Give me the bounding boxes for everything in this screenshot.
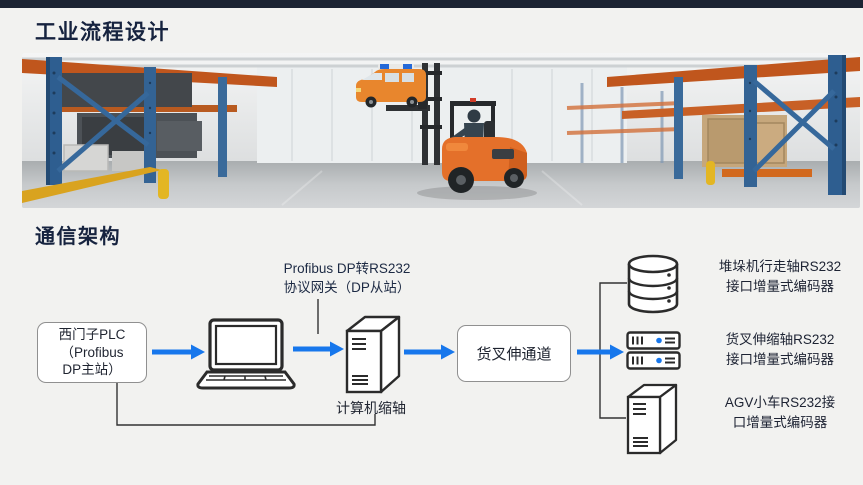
device-label-agv: AGV小车RS232接 口增量式编码器	[695, 393, 863, 432]
rack-right	[607, 55, 860, 195]
plc-label-line3: DP主站）	[62, 362, 122, 378]
gateway-label-line2: 协议网关（DP从站）	[283, 279, 411, 295]
computer-label: 计算机缩轴	[336, 400, 406, 416]
channel-node-box: 货叉伸通道	[457, 325, 571, 382]
device1-line2: 接口增量式编码器	[726, 278, 834, 294]
device2-line1: 货叉伸缩轴RS232	[725, 332, 835, 347]
page-title: 工业流程设计	[35, 21, 170, 44]
device3-line1: AGV小车RS232接	[724, 395, 836, 410]
arrow-channel-to-rack	[577, 344, 624, 360]
section-heading: 通信架构	[35, 226, 121, 248]
lifted-van	[356, 64, 426, 108]
gateway-label: Profibus DP转RS232 协议网关（DP从站）	[258, 260, 436, 298]
laptop-icon	[196, 318, 296, 390]
branch-connector	[599, 282, 627, 419]
top-accent-bar	[0, 0, 863, 8]
plc-label-line2: （Profibus	[60, 344, 124, 360]
database-icon	[627, 254, 679, 314]
warehouse-photo	[22, 53, 860, 208]
forklift	[356, 63, 527, 193]
rack-left	[22, 57, 277, 203]
rack-server-icon	[626, 331, 681, 370]
device-label-stacker: 堆垛机行走轴RS232 接口增量式编码器	[695, 257, 863, 296]
device3-line2: 口增量式编码器	[732, 414, 828, 430]
warehouse-photo-art	[22, 53, 860, 208]
plc-node-box: 西门子PLC （Profibus DP主站）	[37, 322, 147, 383]
tower-server-icon	[626, 383, 678, 455]
gateway-label-line1: Profibus DP转RS232	[283, 261, 411, 276]
plc-label-line1: 西门子PLC	[58, 326, 126, 342]
channel-label: 货叉伸通道	[476, 346, 552, 363]
arrow-laptop-to-tower	[293, 341, 344, 357]
device-label-fork: 货叉伸缩轴RS232 接口增量式编码器	[695, 330, 863, 369]
device2-line2: 接口增量式编码器	[726, 351, 834, 367]
device1-line1: 堆垛机行走轴RS232	[718, 259, 842, 274]
computer-tower-icon	[345, 315, 401, 394]
arrow-tower-to-channel	[404, 344, 455, 360]
